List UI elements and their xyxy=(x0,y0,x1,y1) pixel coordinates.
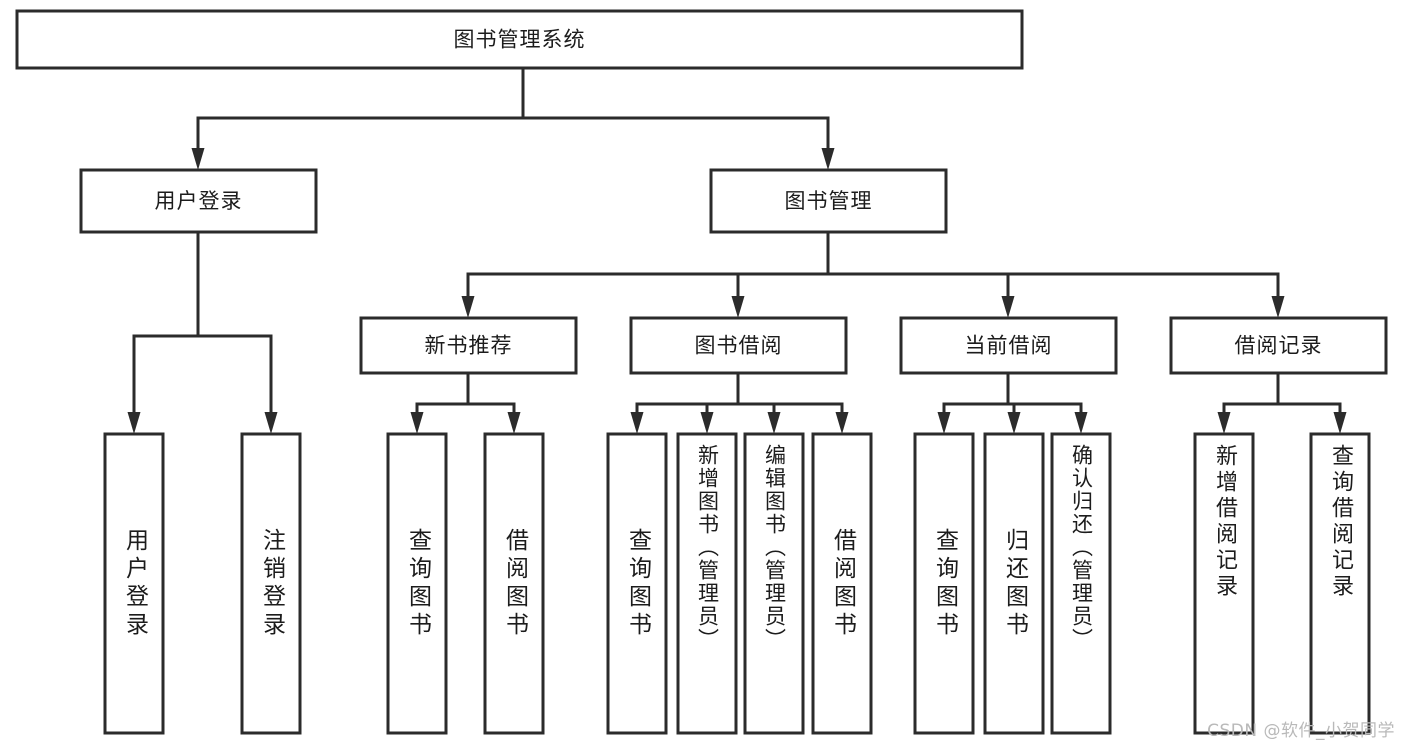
node-label-book-borrow: 图书借阅 xyxy=(695,334,783,358)
arrow-head-icon xyxy=(191,148,205,170)
node-box-leaf-return-book[interactable] xyxy=(983,432,1045,735)
node-box-leaf-borrow-book-2[interactable] xyxy=(811,432,873,735)
connectors-layer xyxy=(127,66,1347,434)
node-box-book-manage[interactable] xyxy=(709,168,948,234)
arrow-head-icon xyxy=(1007,412,1021,434)
node-boxes-layer xyxy=(15,9,1388,735)
arrow-head-icon xyxy=(507,412,521,434)
connector-book-borrow-to-leaves xyxy=(630,371,849,434)
node-box-leaf-add-book[interactable] xyxy=(676,432,738,735)
node-box-leaf-confirm-return[interactable] xyxy=(1050,432,1112,735)
node-box-leaf-user-login[interactable] xyxy=(103,432,165,735)
arrow-head-icon xyxy=(410,412,424,434)
arrow-head-icon xyxy=(461,296,475,318)
node-label-root: 图书管理系统 xyxy=(454,28,586,52)
node-box-leaf-add-record[interactable] xyxy=(1193,432,1255,735)
arrow-head-icon xyxy=(1271,296,1285,318)
node-box-leaf-query-book-1[interactable] xyxy=(386,432,448,735)
arrow-head-icon xyxy=(1333,412,1347,434)
connector-book-manage-to-level3 xyxy=(461,230,1285,318)
arrow-head-icon xyxy=(1074,412,1088,434)
arrow-head-icon xyxy=(700,412,714,434)
node-box-borrow-record[interactable] xyxy=(1169,316,1388,375)
connector-root-to-level2 xyxy=(191,66,835,170)
arrow-head-icon xyxy=(1001,296,1015,318)
watermark-text: CSDN @软件_小贺同学 xyxy=(1207,721,1395,741)
node-label-user-login: 用户登录 xyxy=(155,189,243,213)
node-label-new-book-rec: 新书推荐 xyxy=(425,334,513,358)
node-box-current-borrow[interactable] xyxy=(899,316,1118,375)
node-box-leaf-query-book-2[interactable] xyxy=(606,432,668,735)
connector-borrow-record-to-leaves xyxy=(1217,371,1347,434)
node-label-current-borrow: 当前借阅 xyxy=(965,334,1053,358)
node-box-root[interactable] xyxy=(15,9,1024,70)
arrow-head-icon xyxy=(835,412,849,434)
node-box-leaf-query-book-3[interactable] xyxy=(913,432,975,735)
arrow-head-icon xyxy=(937,412,951,434)
arrow-head-icon xyxy=(264,412,278,434)
node-box-user-login[interactable] xyxy=(79,168,318,234)
arrow-head-icon xyxy=(127,412,141,434)
node-box-new-book-rec[interactable] xyxy=(359,316,578,375)
node-box-book-borrow[interactable] xyxy=(629,316,848,375)
node-label-borrow-record: 借阅记录 xyxy=(1235,334,1323,358)
connector-current-borrow-to-leaves xyxy=(937,371,1088,434)
connector-user-login-to-leaves xyxy=(127,230,278,434)
node-box-leaf-edit-book[interactable] xyxy=(743,432,805,735)
node-box-leaf-borrow-book-1[interactable] xyxy=(483,432,545,735)
arrow-head-icon xyxy=(630,412,644,434)
node-box-leaf-user-logout[interactable] xyxy=(240,432,302,735)
arrow-head-icon xyxy=(821,148,835,170)
arrow-head-icon xyxy=(731,296,745,318)
connector-new-book-rec-to-leaves xyxy=(410,371,521,434)
arrow-head-icon xyxy=(1217,412,1231,434)
node-box-leaf-query-record[interactable] xyxy=(1309,432,1371,735)
node-label-book-manage: 图书管理 xyxy=(785,189,873,213)
arrow-head-icon xyxy=(767,412,781,434)
